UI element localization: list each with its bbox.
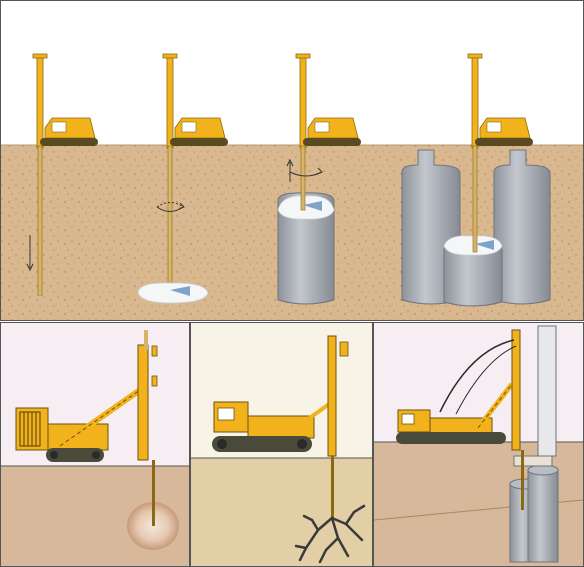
up-rotation-arrow-icon xyxy=(286,158,323,182)
stage-4-overlapping-columns xyxy=(401,53,551,307)
drill-rod-4 xyxy=(472,145,478,253)
grout-column-3 xyxy=(277,192,335,305)
fracture-cracks xyxy=(294,504,366,564)
crawler-rig-left xyxy=(15,330,158,462)
rig-2 xyxy=(162,53,228,149)
grout-disc-3 xyxy=(277,195,335,220)
top-panel xyxy=(0,0,584,321)
grout-disc-2 xyxy=(137,282,209,304)
drill-rod-2 xyxy=(167,145,173,287)
drill-tip-1 xyxy=(38,296,42,301)
drill-rod-3 xyxy=(300,145,306,211)
drill-rod-1 xyxy=(37,145,43,297)
hose-line-2 xyxy=(455,345,517,415)
drill-rod-right xyxy=(521,450,524,510)
installed-columns-right xyxy=(509,455,559,563)
down-arrow-icon xyxy=(26,235,34,272)
finished-column-right xyxy=(493,149,551,305)
bottom-left-panel xyxy=(0,322,190,567)
bottom-middle-panel xyxy=(190,322,373,567)
bottom-right-panel xyxy=(373,322,584,567)
rig-3 xyxy=(295,53,361,149)
stage-3-lift-and-rotate xyxy=(277,53,361,305)
rig-4 xyxy=(467,53,533,149)
hose-line xyxy=(439,339,515,413)
rig-1 xyxy=(32,53,98,149)
drill-rod-left xyxy=(152,460,155,526)
casing-tube xyxy=(537,325,557,457)
jet-stream-3 xyxy=(303,201,322,211)
drill-rod-middle xyxy=(331,456,334,518)
stage-1-drill-down xyxy=(26,53,98,301)
stage-2-rotate-and-inject xyxy=(137,53,228,304)
jet-stream-2 xyxy=(170,286,190,296)
rotation-arrow-icon xyxy=(156,202,185,212)
jet-stream-4 xyxy=(475,240,494,250)
crawler-rig-right xyxy=(396,329,521,451)
